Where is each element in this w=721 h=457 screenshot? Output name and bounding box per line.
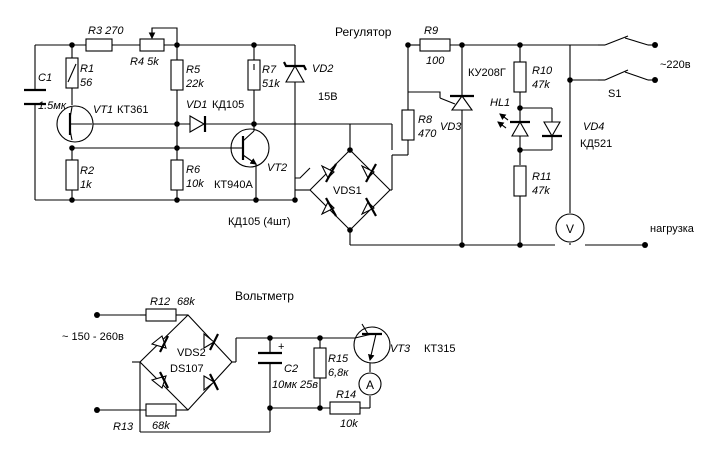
vd1-label: VD1 — [186, 99, 207, 111]
r14-label: R14 — [336, 389, 356, 401]
resistor-r13: 68k R13 — [113, 403, 177, 433]
vt3-label: VT3 — [390, 343, 411, 355]
voltmeter-symbol: V — [566, 222, 574, 236]
transistor-vt1: VT1 КТ361 — [56, 104, 148, 143]
vd3-type: КУ208Г — [468, 67, 506, 79]
vds2-label: VDS2 — [177, 347, 206, 359]
thyristor-vd3: КУ208Г VD3 — [439, 67, 506, 133]
r2-value: 1k — [80, 179, 92, 191]
r3-label: R3 270 — [88, 25, 124, 37]
resistor-r1: R1 56 — [65, 57, 94, 89]
voltmeter-title: Вольтметр — [235, 289, 294, 303]
r15-value: 6,8к — [328, 367, 349, 379]
r12-value: 68k — [177, 296, 195, 308]
switch-s1: S1 — [608, 88, 621, 100]
c2-label: C2 — [284, 363, 298, 375]
vd4-label: VD4 — [583, 121, 604, 133]
r2-label: R2 — [80, 165, 94, 177]
resistor-r14: R14 10k — [329, 389, 361, 430]
r6-value: 10k — [186, 178, 204, 190]
r5-value: 22k — [185, 78, 204, 90]
vt2-type: КТ940А — [214, 179, 253, 191]
vt1-label: VT1 — [93, 104, 113, 116]
diode-vd1: VD1 КД105 — [186, 99, 244, 133]
vt1-type: КТ361 — [117, 104, 148, 116]
vd4-type: КД521 — [580, 138, 612, 150]
r1-label: R1 — [80, 63, 94, 75]
r5-label: R5 — [186, 64, 201, 76]
resistor-r9: R9 100 — [419, 25, 451, 67]
r7-label: R7 — [262, 64, 277, 76]
c1-label: C1 — [38, 72, 52, 84]
hl1-label: HL1 — [490, 97, 510, 109]
vd3-label: VD3 — [440, 121, 462, 133]
c2-plus: + — [278, 341, 284, 353]
r9-label: R9 — [424, 25, 438, 37]
r13-label: R13 — [113, 421, 134, 433]
r9-value: 100 — [426, 55, 445, 67]
voltmeter-input-terminals: ~ 150 - 260в — [62, 312, 124, 413]
r4-label: R4 5k — [130, 56, 159, 68]
resistor-r12: R12 68k — [145, 296, 195, 322]
vds1-type: КД105 (4шт) — [228, 216, 291, 228]
resistor-r3: R3 270 — [85, 25, 124, 52]
input-range-label: ~ 150 - 260в — [62, 331, 124, 343]
vds1-label: VDS1 — [333, 185, 362, 197]
resistor-r7: R7 51k — [247, 59, 280, 91]
vd1-type: КД105 — [212, 99, 244, 111]
r11-label: R11 — [532, 171, 551, 183]
mains-terminals: ~220в нагрузка — [642, 42, 695, 248]
s1-label: S1 — [608, 88, 621, 100]
bridge-vds2: VDS2 DS107 — [139, 314, 233, 411]
resistor-r8: R8 470 — [401, 109, 437, 141]
resistor-r6: R6 10k — [170, 159, 204, 191]
c1-value: 1.5мк — [38, 100, 67, 112]
capacitor-c1: C1 1.5мк — [24, 72, 67, 112]
resistor-r2: R2 1k — [65, 159, 94, 191]
transistor-vt2: VT2 КТ940А — [214, 115, 287, 200]
r12-label: R12 — [150, 296, 170, 308]
r8-label: R8 — [418, 114, 433, 126]
vt2-label: VT2 — [267, 162, 287, 174]
potentiometer-r4: R4 5k — [130, 28, 165, 68]
c2-value: 10мк 25в — [272, 379, 318, 391]
bridge-vds1: VDS1 КД105 (4шт) — [228, 124, 393, 246]
r6-label: R6 — [186, 164, 201, 176]
r10-label: R10 — [532, 65, 553, 77]
resistor-r15: R15 6,8к — [313, 347, 349, 379]
load-label: нагрузка — [650, 223, 695, 235]
r14-value: 10k — [340, 418, 358, 430]
voltmeter-meter: V — [555, 213, 585, 243]
led-hl1: HL1 — [490, 97, 530, 150]
vd2-value: 15В — [318, 91, 338, 103]
r7-value: 51k — [262, 78, 280, 90]
resistor-r10: R10 47k — [513, 61, 553, 93]
r13-value: 68k — [152, 420, 170, 432]
r10-value: 47k — [532, 79, 550, 91]
capacitor-c2: + C2 10мк 25в — [258, 341, 318, 391]
mains-label: ~220в — [660, 59, 691, 71]
r8-value: 470 — [418, 128, 437, 140]
voltmeter-junctions — [267, 335, 323, 411]
ammeter-symbol: A — [366, 378, 374, 392]
voltmeter-wiring — [97, 314, 371, 433]
resistor-r5: R5 22k — [170, 59, 204, 91]
resistor-r11: R11 47k — [513, 165, 551, 197]
regulator-junctions — [69, 42, 573, 248]
r15-label: R15 — [328, 353, 349, 365]
diode-vd4: VD4 КД521 — [542, 108, 612, 150]
ammeter-meter: A — [358, 372, 382, 396]
vt3-type: КТ315 — [424, 343, 455, 355]
vd2-label: VD2 — [312, 63, 333, 75]
voltmeter-section: Вольтметр R12 — [62, 289, 455, 433]
r1-value: 56 — [80, 77, 93, 89]
transistor-vt3: VT3 КТ315 — [353, 323, 455, 364]
regulator-title: Регулятор — [335, 25, 392, 39]
zener-vd2: VD2 15В — [283, 61, 338, 103]
regulator-section: C1 1.5мк R1 56 R2 1k R3 270 R4 5k — [24, 25, 695, 248]
vds2-type: DS107 — [170, 363, 204, 375]
r11-value: 47k — [532, 185, 550, 197]
